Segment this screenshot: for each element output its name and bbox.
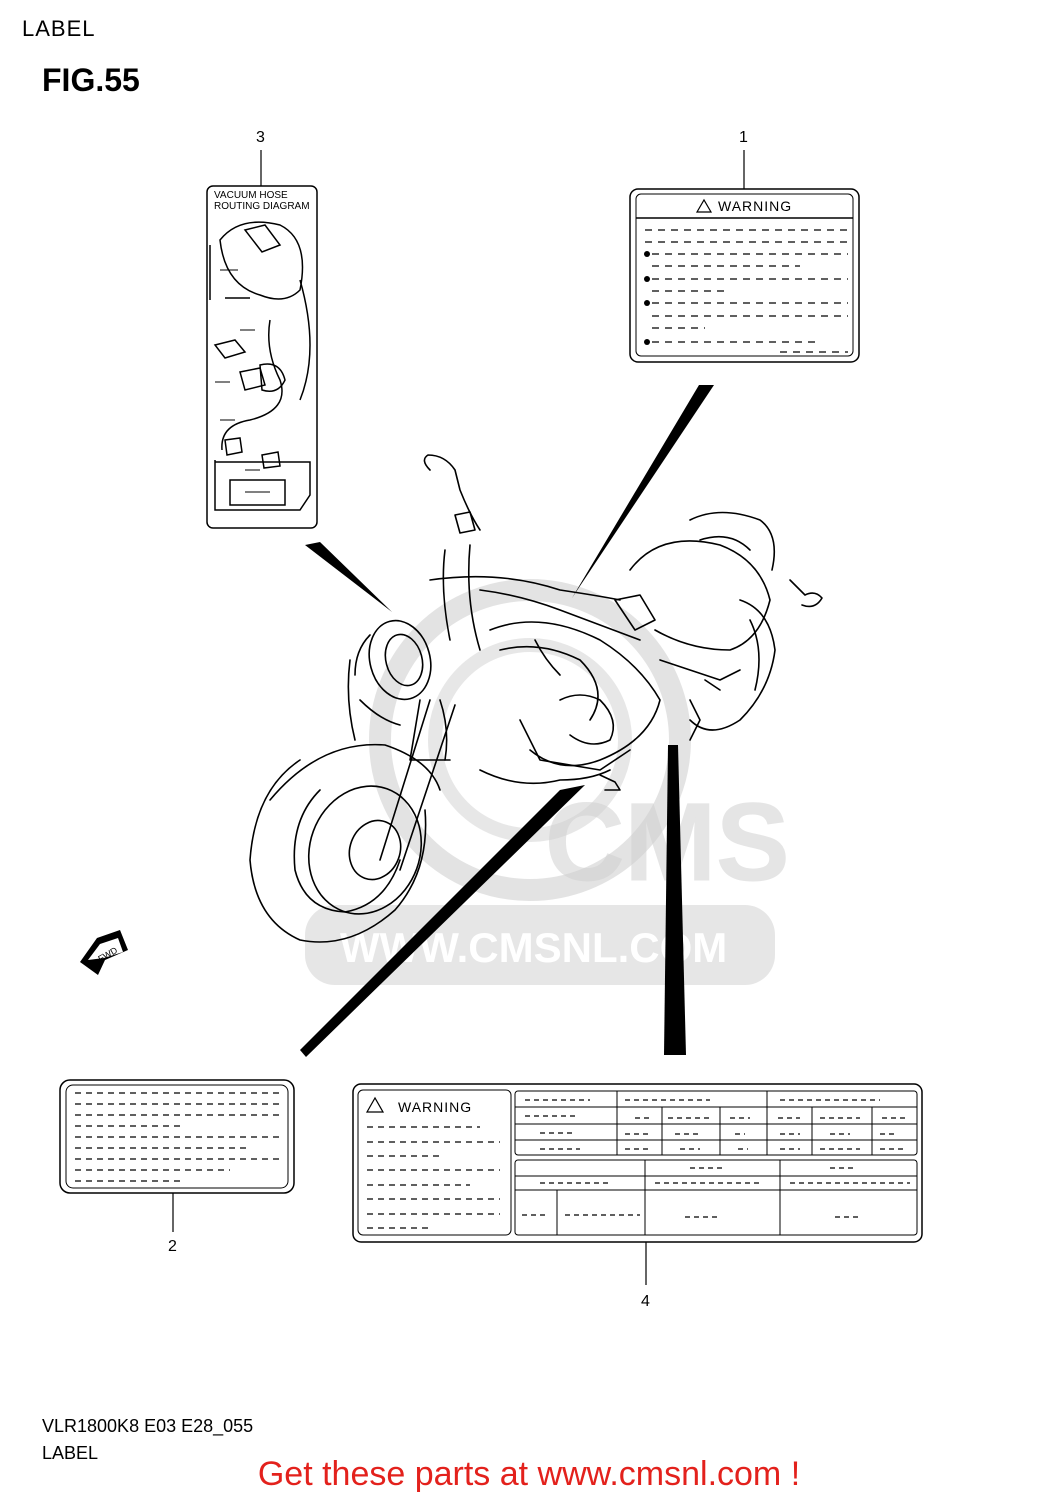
page-header-title: LABEL (22, 16, 96, 41)
label-2 (59, 1079, 295, 1232)
label-4-heading: WARNING (398, 1099, 472, 1115)
label-3-line1: VACUUM HOSE (214, 190, 288, 201)
callout-2: 2 (168, 1238, 177, 1255)
pointer-wedges (300, 385, 714, 1057)
callout-1: 1 (739, 129, 748, 146)
label-3-line2: ROUTING DIAGRAM (214, 201, 310, 212)
motorcycle-illustration (249, 454, 823, 943)
footer-code: VLR1800K8 E03 E28_055 (42, 1416, 254, 1436)
label-1-warning: WARNING (629, 188, 860, 363)
label-1-heading: WARNING (718, 198, 792, 214)
label-4-warning-table: WARNING (352, 1083, 923, 1285)
fwd-arrow-icon: FWD (80, 930, 128, 975)
promo-banner-link[interactable]: Get these parts at www.cmsnl.com ! (257, 1455, 801, 1493)
footer-title: LABEL (42, 1443, 99, 1463)
figure-title: FIG.55 (42, 62, 140, 98)
callout-3: 3 (256, 129, 265, 146)
label-3-vacuum-hose-diagram: VACUUM HOSE ROUTING DIAGRAM (206, 185, 318, 529)
callout-4: 4 (641, 1293, 650, 1310)
